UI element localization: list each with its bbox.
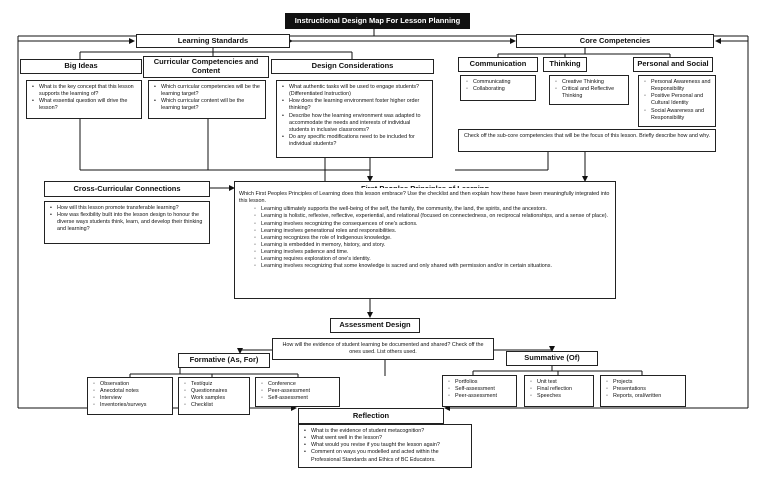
reflection-box: What is the evidence of student metacogn…: [298, 424, 472, 468]
checklist-item[interactable]: Work samples: [183, 395, 245, 402]
learning-standards-header: Learning Standards: [136, 34, 290, 48]
fppl-box: Which First Peoples Principles of Learni…: [234, 188, 616, 299]
list-item: How will this lesson promote transferabl…: [49, 205, 205, 212]
personal-social-box: Personal Awareness and Responsibility Po…: [638, 75, 716, 127]
list-item: Which curricular competencies will be th…: [153, 84, 261, 98]
checklist-item[interactable]: Positive Personal and Cultural Identity: [643, 93, 711, 107]
checklist-item[interactable]: Self-assessment: [447, 386, 512, 393]
formative-group-3: Conference Peer-assessment Self-assessme…: [255, 377, 340, 407]
checklist-item[interactable]: Test/quiz: [183, 381, 245, 388]
checklist-item[interactable]: Conference: [260, 381, 335, 388]
communication-label: Communication: [469, 59, 527, 69]
formative-group-1: Observation Anecdotal notes Interview In…: [87, 377, 173, 415]
cross-curricular-box: How will this lesson promote transferabl…: [44, 201, 210, 244]
checklist-item[interactable]: Critical and Reflective Thinking: [554, 86, 624, 100]
design-considerations-header: Design Considerations: [271, 59, 434, 74]
list-item: Which curricular content will be the lea…: [153, 98, 261, 112]
checklist-item[interactable]: Learning involves generational roles and…: [253, 228, 611, 235]
summative-group-2: Unit test Final reflection Speeches: [524, 375, 594, 407]
cross-curricular-label: Cross-Curricular Connections: [73, 183, 181, 193]
checklist-item[interactable]: Peer-assessment: [260, 388, 335, 395]
checklist-item[interactable]: Peer-assessment: [447, 393, 512, 400]
checklist-item[interactable]: Learning is embedded in memory, history,…: [253, 242, 611, 249]
list-item: How does the learning environment foster…: [281, 98, 428, 112]
checklist-item[interactable]: Self-assessment: [260, 395, 335, 402]
checklist-item[interactable]: Interview: [92, 395, 168, 402]
checklist-item[interactable]: Social Awareness and Responsibility: [643, 108, 711, 122]
checklist-item[interactable]: Questionnaires: [183, 388, 245, 395]
list-item: What essential question will drive the l…: [31, 98, 137, 112]
checklist-item[interactable]: Collaborating: [465, 86, 531, 93]
big-ideas-box: What is the key concept that this lesson…: [26, 80, 142, 119]
reflection-label: Reflection: [352, 410, 390, 420]
summative-label: Summative (Of): [524, 353, 580, 363]
communication-header: Communication: [458, 57, 538, 72]
checklist-item[interactable]: Observation: [92, 381, 168, 388]
list-item: Describe how the learning environment wa…: [281, 113, 428, 134]
checklist-item[interactable]: Learning ultimately supports the well-be…: [253, 206, 611, 213]
checklist-item[interactable]: Speeches: [529, 393, 589, 400]
curricular-header: Curricular Competencies and Content: [143, 56, 269, 78]
checklist-item[interactable]: Personal Awareness and Responsibility: [643, 79, 711, 93]
assessment-design-label: Assessment Design: [339, 320, 411, 330]
page-title: Instructional Design Map For Lesson Plan…: [285, 13, 470, 29]
checklist-item[interactable]: Projects: [605, 379, 681, 386]
checklist-item[interactable]: Learning requires exploration of one's i…: [253, 256, 611, 263]
core-competencies-header: Core Competencies: [516, 34, 714, 48]
checklist-item[interactable]: Learning involves recognizing that some …: [253, 263, 611, 270]
checklist-item[interactable]: Learning is holistic, reflexive, reflect…: [253, 213, 611, 220]
curricular-box: Which curricular competencies will be th…: [148, 80, 266, 119]
core-competencies-note: Check off the sub-core competencies that…: [458, 129, 716, 152]
summative-header: Summative (Of): [506, 351, 598, 366]
checklist-item[interactable]: Final reflection: [529, 386, 589, 393]
formative-label: Formative (As, For): [189, 355, 259, 365]
cross-curricular-header: Cross-Curricular Connections: [44, 181, 210, 197]
learning-standards-label: Learning Standards: [177, 35, 249, 45]
core-competencies-note-text: Check off the sub-core competencies that…: [463, 133, 711, 139]
personal-social-header: Personal and Social: [633, 57, 713, 72]
list-item: What is the key concept that this lesson…: [31, 84, 137, 98]
summative-group-1: Portfolios Self-assessment Peer-assessme…: [442, 375, 517, 407]
design-considerations-box: What authentic tasks will be used to eng…: [276, 80, 433, 158]
assessment-note: How will the evidence of student learnin…: [272, 338, 494, 360]
thinking-header: Thinking: [543, 57, 587, 72]
assessment-note-text: How will the evidence of student learnin…: [282, 342, 484, 356]
big-ideas-label: Big Ideas: [64, 61, 98, 71]
list-item: Do any specific modifications need to be…: [281, 134, 428, 148]
core-competencies-label: Core Competencies: [579, 35, 651, 45]
checklist-item[interactable]: Inventories/surveys: [92, 402, 168, 409]
list-item: What authentic tasks will be used to eng…: [281, 84, 428, 98]
page-title-text: Instructional Design Map For Lesson Plan…: [294, 15, 461, 25]
checklist-item[interactable]: Communicating: [465, 79, 531, 86]
checklist-item[interactable]: Learning involves patience and time.: [253, 249, 611, 256]
summative-group-3: Projects Presentations Reports, oral/wri…: [600, 375, 686, 407]
big-ideas-header: Big Ideas: [20, 59, 142, 74]
thinking-box: Creative Thinking Critical and Reflectiv…: [549, 75, 629, 105]
curricular-label: Curricular Competencies and Content: [153, 57, 259, 75]
checklist-item[interactable]: Unit test: [529, 379, 589, 386]
checklist-item[interactable]: Learning involves recognizing the conseq…: [253, 221, 611, 228]
reflection-header: Reflection: [298, 408, 444, 424]
list-item: Comment on ways you modelled and acted w…: [303, 449, 467, 463]
checklist-item[interactable]: Portfolios: [447, 379, 512, 386]
checklist-item[interactable]: Checklist: [183, 402, 245, 409]
communication-box: Communicating Collaborating: [460, 75, 536, 101]
assessment-design-header: Assessment Design: [330, 318, 420, 333]
list-item: How was flexibility built into the lesso…: [49, 212, 205, 233]
list-item: What would you revise if you taught the …: [303, 442, 467, 449]
list-item: What is the evidence of student metacogn…: [303, 428, 467, 435]
personal-social-label: Personal and Social: [637, 59, 709, 69]
fppl-intro: Which First Peoples Principles of Learni…: [239, 191, 610, 205]
checklist-item[interactable]: Creative Thinking: [554, 79, 624, 86]
checklist-item[interactable]: Reports, oral/written: [605, 393, 681, 400]
checklist-item[interactable]: Anecdotal notes: [92, 388, 168, 395]
design-considerations-label: Design Considerations: [311, 61, 394, 71]
checklist-item[interactable]: Presentations: [605, 386, 681, 393]
checklist-item[interactable]: Learning recognizes the role of Indigeno…: [253, 235, 611, 242]
list-item: What went well in the lesson?: [303, 435, 467, 442]
thinking-label: Thinking: [549, 59, 581, 69]
formative-header: Formative (As, For): [178, 353, 270, 368]
formative-group-2: Test/quiz Questionnaires Work samples Ch…: [178, 377, 250, 415]
